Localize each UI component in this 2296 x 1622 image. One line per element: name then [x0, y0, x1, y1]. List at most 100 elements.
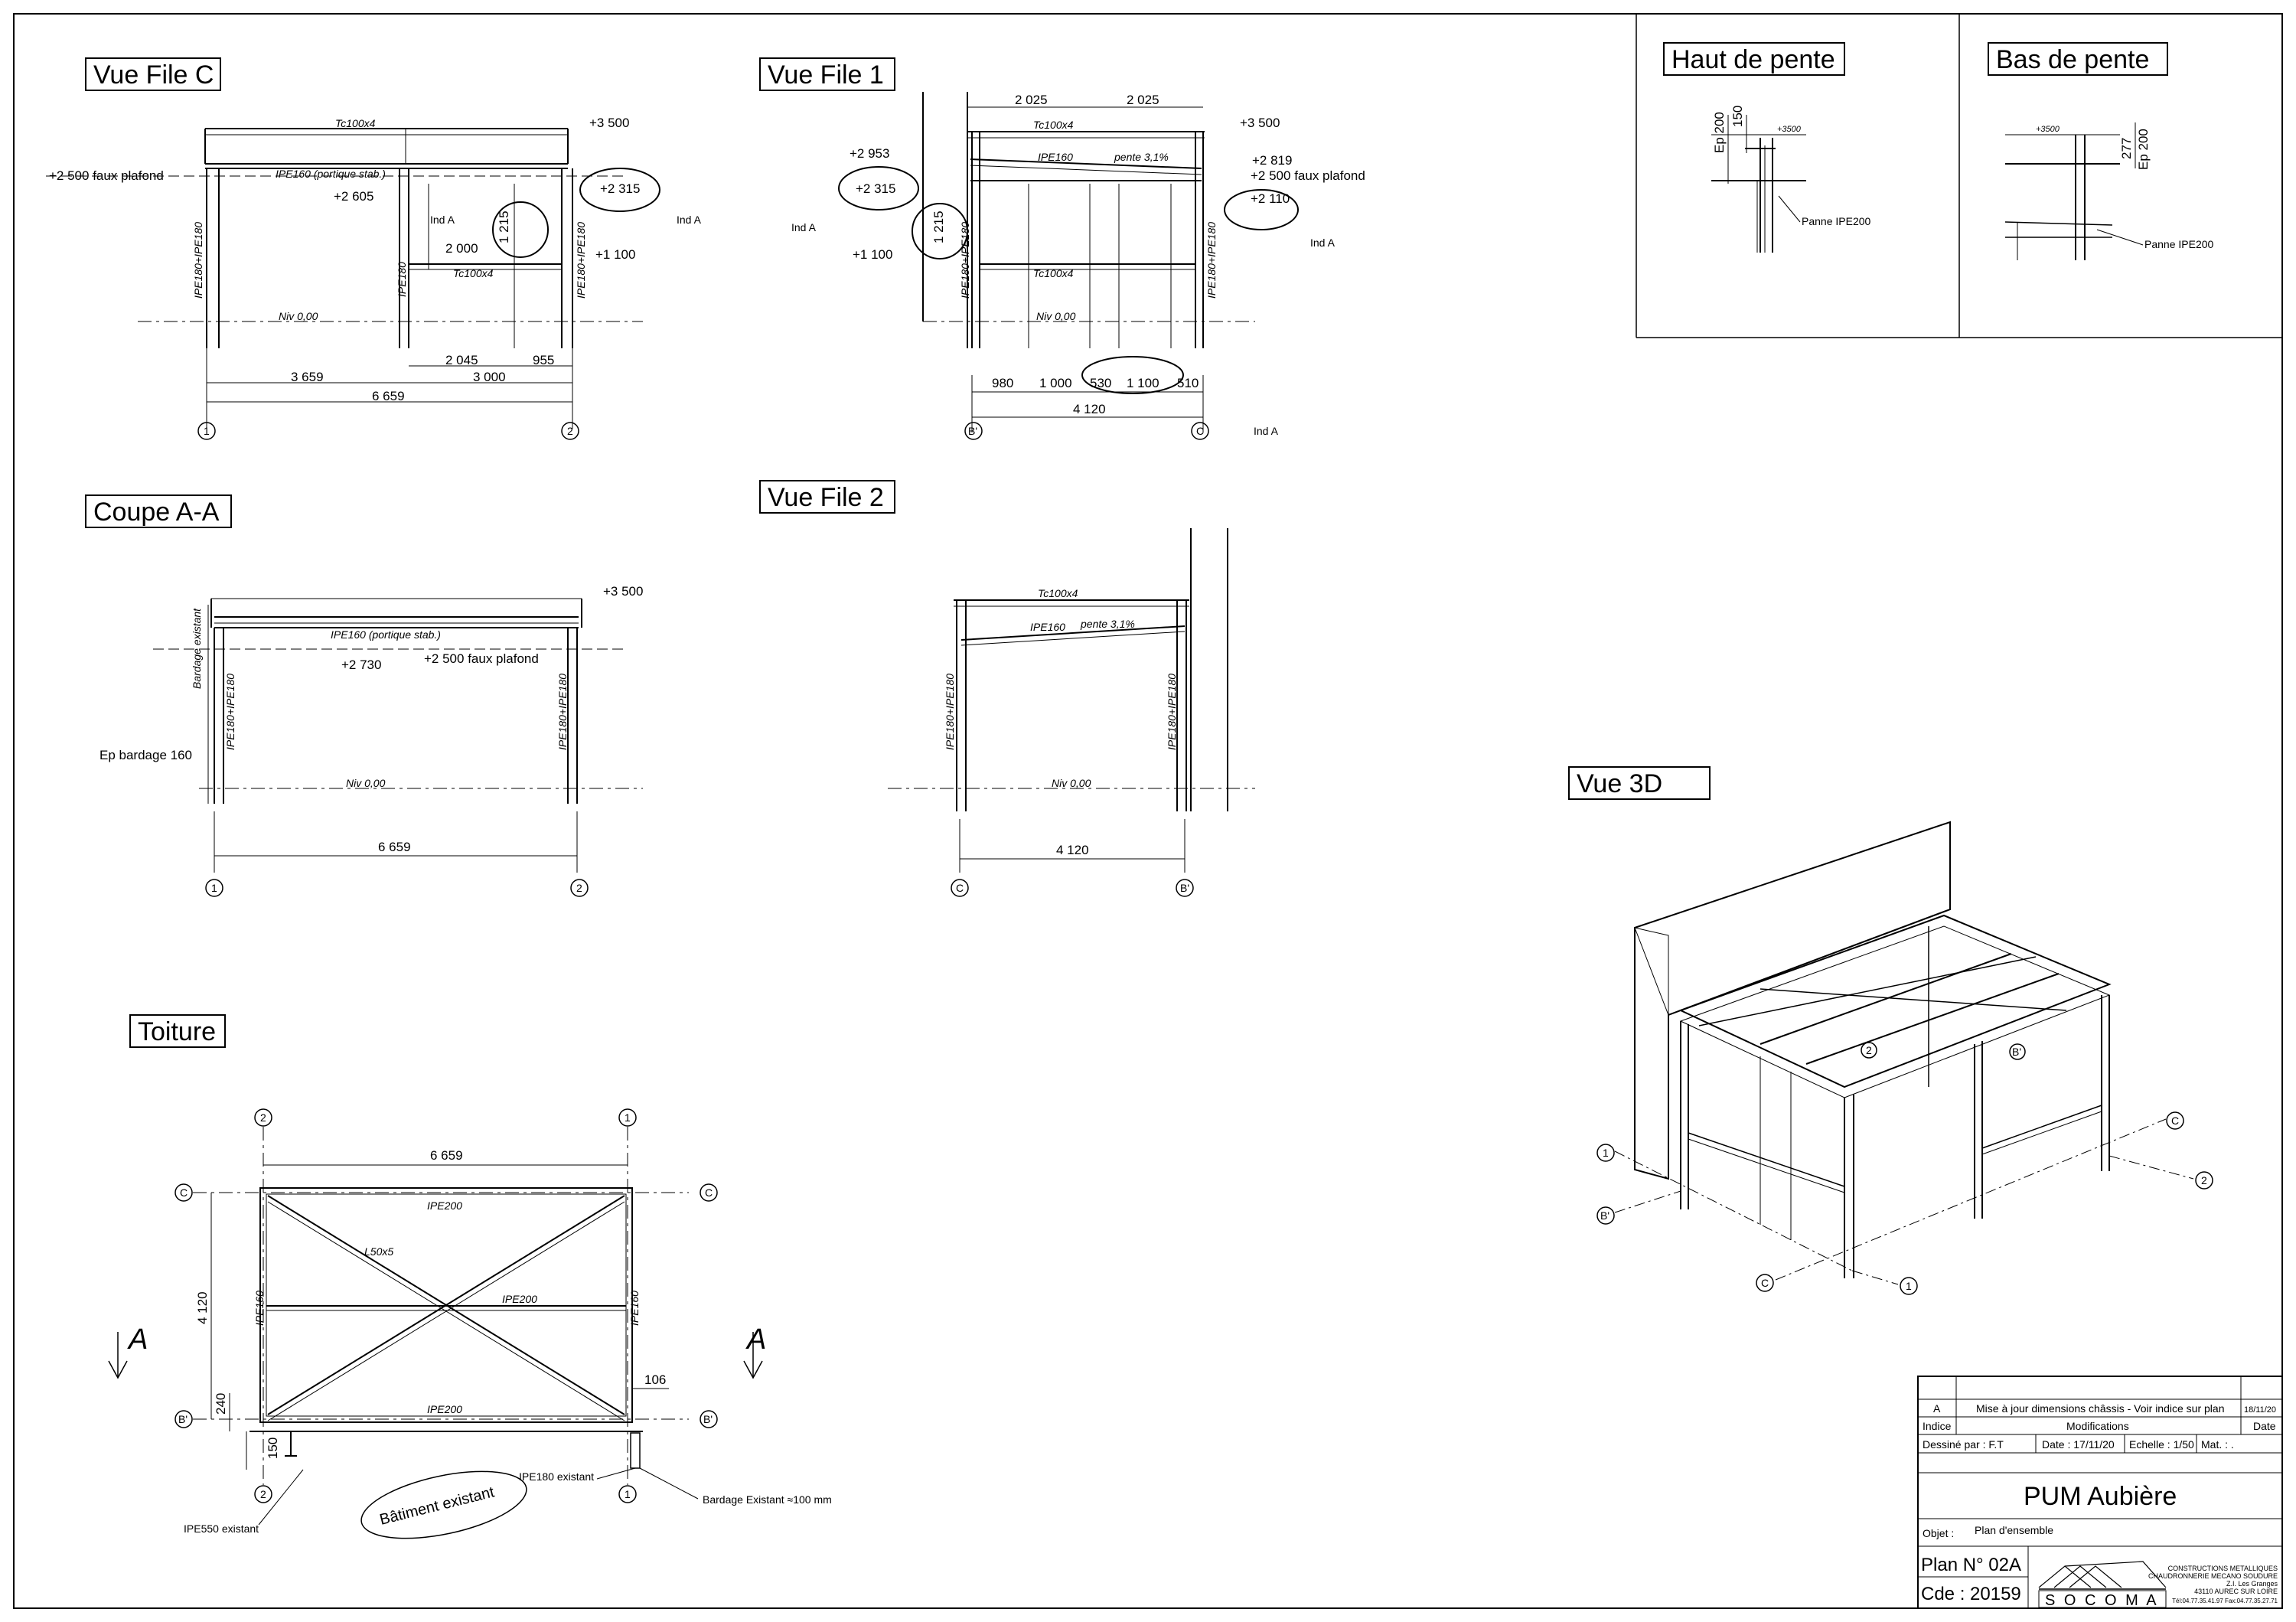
axis-label: 1 — [1906, 1280, 1912, 1292]
elevation-label: +2 500 faux plafond — [424, 651, 539, 666]
view-title-box — [85, 57, 221, 91]
dimension-label: Ep bardage 160 — [99, 748, 192, 762]
dimension-label: 1 000 — [1039, 376, 1072, 390]
dimension-label: 6 659 — [378, 840, 411, 854]
axis-bubble-1 — [205, 879, 223, 897]
axis-label: 2 — [2201, 1174, 2207, 1186]
dimension-label: 1 215 — [497, 211, 511, 243]
axis-label: B' — [2012, 1046, 2021, 1058]
axis-bubble-b — [1176, 879, 1194, 897]
axis-bubble-1-left — [1596, 1144, 1615, 1162]
dimension-label: 510 — [1177, 376, 1199, 390]
axis-bubble-b — [964, 422, 983, 440]
elevation-label: +3500 — [2036, 125, 2060, 134]
level-label: Niv 0,00 — [1036, 310, 1076, 322]
revision-label: Ind A — [1310, 237, 1336, 249]
axis-label: C — [180, 1186, 188, 1199]
view-title: Vue File 2 — [768, 483, 884, 512]
member-label: IPE200 — [427, 1403, 462, 1415]
dimension-label: 4 120 — [1073, 402, 1106, 416]
view-title: Vue File C — [93, 60, 214, 90]
dimension-label: 955 — [533, 353, 554, 367]
elevation-label: +2 953 — [850, 146, 889, 161]
axis-label: 1 — [625, 1488, 631, 1500]
member-label: Tc100x4 — [1033, 267, 1074, 279]
dimension-label: 980 — [992, 376, 1013, 390]
axis-bubble-1-top — [618, 1108, 637, 1127]
axis-label: 2 — [260, 1488, 266, 1500]
axis-label: B' — [178, 1413, 188, 1425]
member-label: IPE160 — [1030, 621, 1065, 633]
axis-bubble-b-right — [700, 1410, 718, 1428]
level-label: Niv 0,00 — [1052, 777, 1091, 789]
project-name: PUM Aubière — [2024, 1482, 2177, 1511]
view-coupe-aa: Coupe A-A +3 500 IPE160 (portique stab.)… — [85, 494, 643, 897]
view-title-box — [129, 1014, 226, 1048]
axis-bubble-2 — [570, 879, 589, 897]
detail-panels: Haut de pente Bas de pente Ep 200 150 +3… — [1636, 14, 2282, 338]
member-label: IPE180+IPE180 — [944, 674, 956, 750]
axis-bubble-1 — [197, 422, 216, 440]
axis-label: B' — [1600, 1209, 1609, 1222]
plan-number: Plan N° 02A — [1921, 1555, 2021, 1575]
dimension-label: 530 — [1090, 376, 1111, 390]
view-vue-file-c: Vue File C Tc100x4 — [46, 57, 702, 440]
dimension-label: Ep 200 — [1712, 112, 1727, 153]
elevation-label: +2 315 — [856, 181, 895, 196]
company-line: Z.I. Les Granges — [2226, 1580, 2278, 1588]
member-label: IPE180+IPE180 — [224, 674, 236, 750]
axis-label: B' — [1180, 882, 1189, 894]
drawn-by: Dessiné par : F.T — [1923, 1438, 2004, 1451]
section-mark: A — [127, 1323, 148, 1356]
axis-bubble-b-left — [1596, 1206, 1615, 1225]
annotation: IPE180 existant — [519, 1470, 594, 1483]
dimension-label: Ep 200 — [2136, 129, 2151, 170]
member-label: IPE160 (portique stab.) — [276, 168, 386, 180]
elevation-label: +2 500 faux plafond — [1251, 168, 1365, 183]
axis-bubble-c — [1191, 422, 1209, 440]
dimension-label: 6 659 — [430, 1148, 463, 1163]
company-line: Tél:04.77.35.41.97 Fax:04.77.35.27.71 — [2172, 1598, 2278, 1604]
revision-date: 18/11/20 — [2244, 1405, 2276, 1415]
annotation: Panne IPE200 — [2144, 238, 2214, 250]
view-title: Coupe A-A — [93, 498, 220, 527]
axis-label: 2 — [1866, 1044, 1872, 1056]
axis-bubble-1-bottom — [618, 1485, 637, 1503]
axis-label: 2 — [260, 1111, 266, 1124]
dimension-label: 106 — [644, 1372, 666, 1387]
dimension-label: 3 659 — [291, 370, 324, 384]
dimension-label: 240 — [214, 1393, 228, 1415]
sheet-border — [13, 13, 2283, 1609]
revision-text: Mise à jour dimensions châssis - Voir in… — [1976, 1402, 2224, 1415]
axis-bubble-c-right — [700, 1183, 718, 1202]
view-title-box — [759, 57, 895, 91]
axis-label: B' — [703, 1413, 713, 1425]
elevation-label: +1 100 — [853, 247, 892, 262]
view-vue-file-1: Vue File 1 2 025 2 025 Tc100x4 — [759, 57, 1365, 440]
elevation-label: +2 730 — [341, 658, 381, 672]
view-3d: Vue 3D — [1568, 766, 2213, 1295]
view-title-box — [85, 494, 232, 528]
elevation-label: +3 500 — [1240, 116, 1280, 130]
level-label: Niv 0,00 — [346, 777, 386, 789]
member-label: IPE180+IPE180 — [192, 222, 204, 299]
header-date: Date — [2253, 1420, 2276, 1432]
objet-value: Plan d'ensemble — [1975, 1524, 2053, 1536]
elevation-label: +2 605 — [334, 189, 373, 204]
member-label: pente 3,1% — [1080, 618, 1135, 630]
revision-index: A — [1933, 1402, 1941, 1415]
dimension-label: 150 — [1730, 106, 1745, 127]
dimension-label: 1 100 — [1127, 376, 1159, 390]
member-label: IPE180 — [396, 262, 408, 297]
member-label: IPE200 — [502, 1293, 537, 1305]
axis-label: 1 — [204, 425, 210, 437]
annotation: Bardage Existant ≈100 mm — [703, 1493, 832, 1506]
elevation-label: +2 500 faux plafond — [49, 168, 164, 183]
dimension-label: 2 000 — [445, 241, 478, 256]
dimension-label: 1 215 — [931, 211, 946, 243]
axis-bubble-c-right — [2166, 1111, 2184, 1130]
view-title-box — [1663, 42, 1845, 76]
section-mark: A — [745, 1323, 766, 1356]
axis-bubble-2-top — [254, 1108, 272, 1127]
